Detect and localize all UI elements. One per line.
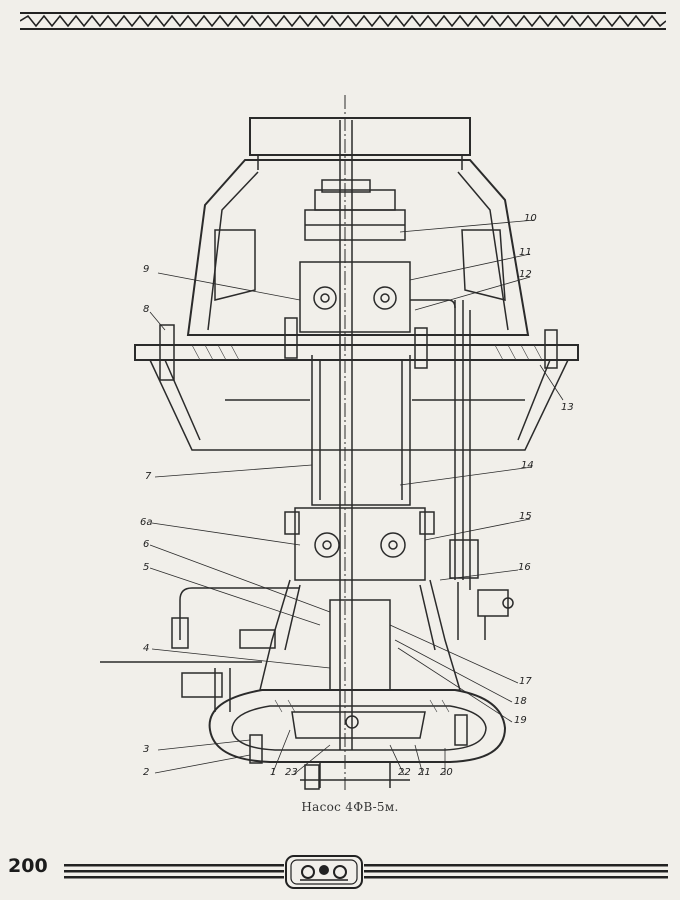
callout-15: 15 <box>519 511 532 522</box>
bottom-ornament-border <box>64 855 668 889</box>
callout-7: 7 <box>145 471 152 482</box>
callout-3: 3 <box>143 744 150 755</box>
callout-13: 13 <box>561 402 574 413</box>
callout-22: 22 <box>398 767 411 778</box>
top-ornament-border <box>20 12 666 30</box>
callout-14: 14 <box>521 460 534 471</box>
callout-21: 21 <box>418 767 431 778</box>
callout-6: 6 <box>143 539 150 550</box>
callout-12: 12 <box>519 269 532 280</box>
callout-6a: 6а <box>140 517 153 528</box>
callout-20: 20 <box>440 767 453 778</box>
callout-10: 10 <box>524 213 537 224</box>
emblem-icon <box>285 855 363 889</box>
callout-23: 23 <box>285 767 298 778</box>
callout-16: 16 <box>518 562 531 573</box>
callout-17: 17 <box>519 676 532 687</box>
callout-9: 9 <box>143 264 150 275</box>
callout-18: 18 <box>514 696 527 707</box>
callout-19: 19 <box>514 715 527 726</box>
callout-8: 8 <box>143 304 150 315</box>
callout-5: 5 <box>143 562 150 573</box>
callout-4: 4 <box>143 643 150 654</box>
callout-1: 1 <box>270 767 277 778</box>
callout-2: 2 <box>143 767 150 778</box>
figure-caption: Насос 4ФВ-5м. <box>301 800 399 814</box>
callout-11: 11 <box>519 247 532 258</box>
page-number: 200 <box>8 855 48 877</box>
